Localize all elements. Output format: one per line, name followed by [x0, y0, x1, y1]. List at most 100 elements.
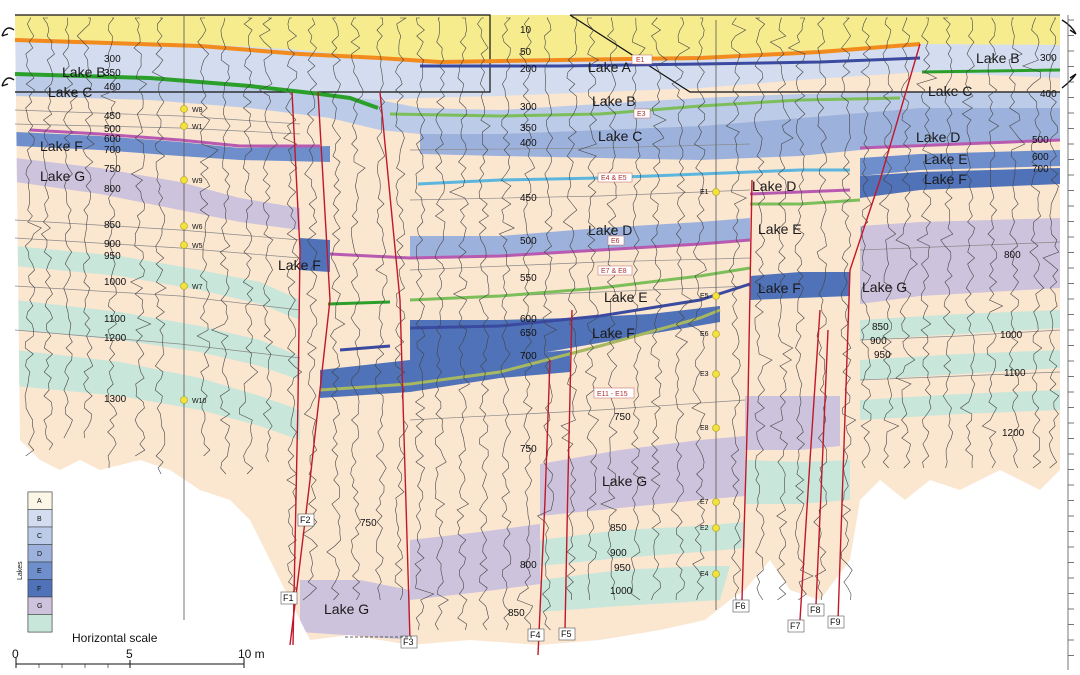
depth-label: 300 — [520, 102, 537, 113]
log-trace — [577, 17, 600, 601]
log-trace — [394, 17, 409, 601]
fault-labels: F1 F2 F3 F4 F5 F6 F7 F8 F9 — [280, 513, 845, 649]
lake-label: Lake G — [324, 601, 369, 617]
legend-item: F — [37, 586, 41, 593]
fault-label: F1 — [283, 593, 294, 603]
lake-label: Lake G — [862, 279, 907, 295]
lake-d-band — [420, 108, 1060, 160]
lake-label: Lake C — [928, 83, 972, 99]
depth-label: 550 — [520, 273, 537, 284]
depth-label: 700 — [104, 145, 121, 156]
depth-label: 400 — [1040, 89, 1057, 100]
wells-e: E1 E5 E6 E3 E8 E7 E2 E4 — [700, 188, 720, 578]
depth-labels-left: 300 350 400 450 500 600 700 750 800 850 … — [104, 54, 127, 405]
log-trace — [100, 17, 118, 469]
fault-line-f6 — [741, 179, 753, 601]
edge-arrows — [1, 19, 1077, 89]
lake-g-lower-band — [410, 524, 540, 600]
fault-line-f1 — [291, 91, 301, 646]
well-label: W8 — [192, 107, 203, 114]
faults — [289, 43, 921, 656]
log-trace — [1008, 17, 1026, 469]
log-trace — [787, 17, 814, 601]
lake-label: Lake G — [602, 473, 647, 489]
log-trace — [940, 17, 955, 469]
log-trace — [151, 17, 167, 475]
log-trace — [687, 17, 707, 601]
well-label: E3 — [700, 371, 709, 378]
depth-label: 750 — [104, 164, 121, 175]
depth-label: 300 — [1040, 53, 1057, 64]
depth-label: 950 — [874, 350, 891, 361]
fault-line-f5 — [564, 309, 573, 631]
legend: A B C D E F G Lakes — [17, 491, 53, 633]
lake-label: Lake E — [924, 151, 968, 167]
log-trace — [895, 17, 918, 469]
depth-label: 750 — [614, 412, 631, 423]
lake-d-center-band — [410, 218, 750, 258]
depth-label: 750 — [520, 444, 537, 455]
lake-label: Lake F — [758, 280, 801, 296]
lake-label: Lake F — [278, 257, 321, 273]
marker-green-left — [14, 72, 379, 110]
log-trace — [62, 17, 79, 439]
event-label: E11 - E15 — [597, 391, 628, 398]
log-trace — [650, 17, 668, 601]
water-band-right-2 — [860, 350, 1060, 380]
lake-a-band — [15, 15, 1060, 60]
depth-label: 450 — [520, 193, 537, 204]
log-trace — [130, 17, 152, 457]
marker-pink-left — [29, 128, 320, 148]
legend-item: C — [37, 533, 42, 540]
depth-label: 900 — [870, 336, 887, 347]
depth-label: 1100 — [104, 314, 126, 325]
log-trace — [238, 17, 259, 475]
marker-navy-a — [420, 56, 921, 68]
log-trace — [498, 17, 515, 631]
log-trace — [670, 17, 693, 601]
marker-green-right — [921, 68, 1061, 74]
lake-g-left-band — [15, 158, 300, 230]
well-label: W5 — [192, 243, 203, 250]
well-label: E2 — [700, 525, 709, 532]
water-band-left-3 — [15, 350, 300, 440]
depth-label: 750 — [360, 518, 377, 529]
fault-line-f3 — [379, 91, 411, 641]
log-trace — [258, 17, 278, 463]
lake-label: Lake D — [916, 129, 960, 145]
legend-item: E — [37, 568, 42, 575]
scale-title: Horizontal scale — [72, 631, 158, 645]
fault-line-f9 — [837, 43, 921, 621]
log-trace — [196, 17, 219, 457]
lake-label: Lake D — [752, 178, 796, 194]
legend-title: Lakes — [17, 561, 24, 580]
depth-label: 200 — [520, 64, 537, 75]
lake-label: Lake C — [48, 84, 92, 100]
legend-item: D — [37, 551, 42, 558]
well-label: E6 — [700, 331, 709, 338]
log-trace — [516, 17, 536, 631]
log-trace — [536, 17, 558, 631]
log-trace — [24, 17, 42, 457]
well-label: E1 — [700, 189, 709, 196]
well-label: E8 — [700, 425, 709, 432]
marker-orange — [14, 38, 921, 65]
water-band-left-2 — [15, 300, 300, 380]
lake-g-bottom-band — [300, 580, 410, 640]
lake-label: Lake B — [592, 93, 636, 109]
lake-label: Lake C — [598, 128, 642, 144]
depth-label: 900 — [610, 548, 627, 559]
depth-label: 300 — [104, 54, 121, 65]
depth-label: 600 — [520, 314, 537, 325]
lake-label: Lake A — [588, 59, 631, 75]
fault-label: F3 — [403, 637, 414, 647]
depth-label: 1100 — [1004, 368, 1026, 379]
depth-label: 500 — [104, 124, 121, 135]
lake-labels: Lake B Lake C Lake F Lake G Lake F Lake … — [40, 50, 1020, 617]
log-trace — [981, 17, 1004, 469]
marker-lightgreen-e7e8 — [409, 266, 751, 302]
water-band-left-1 — [15, 246, 300, 320]
event-label: E4 & E5 — [601, 175, 627, 182]
depth-label: 450 — [104, 111, 121, 122]
log-trace — [725, 17, 748, 601]
